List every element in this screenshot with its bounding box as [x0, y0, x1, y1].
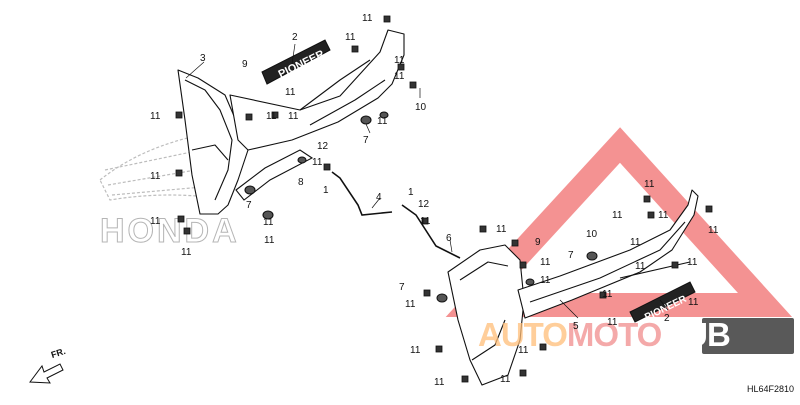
part-callout: 11 — [607, 317, 618, 328]
part-callout: 5 — [573, 321, 579, 332]
watermark-hub-box — [702, 318, 794, 354]
part-callout: 11 — [345, 32, 356, 43]
watermark-part-2: MOTO — [566, 316, 662, 353]
part-callout: 12 — [418, 199, 430, 210]
part-callout: 12 — [317, 141, 329, 152]
part-callout: 11 — [285, 87, 296, 98]
part-callout: 11 — [150, 111, 161, 122]
watermark-triangle — [445, 127, 793, 317]
left-rod — [331, 171, 393, 216]
part-callout: 11 — [496, 224, 507, 235]
part-callout: 11 — [312, 157, 323, 168]
part-callout: 10 — [586, 229, 598, 240]
part-callout: 11 — [434, 377, 445, 388]
left-lower-bracket — [235, 111, 389, 220]
part-callout: 11 — [644, 179, 655, 190]
part-callout: 11 — [263, 217, 274, 228]
part-callout: 11 — [612, 210, 623, 221]
right-grommets — [436, 251, 598, 303]
part-callout: 7 — [399, 282, 405, 293]
part-callout: 1 — [323, 185, 329, 196]
part-callout: 11 — [602, 289, 613, 300]
part-callout: 2 — [664, 313, 670, 324]
part-callout: 11 — [405, 299, 416, 310]
part-callout: 11 — [688, 297, 699, 308]
part-callout: 10 — [415, 102, 427, 113]
part-callout: 11 — [288, 111, 299, 122]
part-callout: 11 — [266, 111, 277, 122]
part-callout: 8 — [298, 177, 304, 188]
diagram-code: HL64F2810 — [746, 384, 794, 394]
part-callout: 11 — [518, 345, 529, 356]
honda-brand-text: HONDA — [100, 212, 240, 250]
part-callout: 11 — [150, 216, 161, 227]
part-callout: 11 — [150, 171, 161, 182]
front-arrow-icon — [29, 363, 64, 384]
part-callout: 11 — [264, 235, 275, 246]
part-callout: 4 — [376, 192, 382, 203]
part-callout: 11 — [394, 55, 405, 66]
part-callout: 6 — [446, 233, 452, 244]
part-callout: 11 — [540, 257, 551, 268]
watermark-part-3: HUB — [661, 316, 730, 353]
part-callout: 7 — [568, 250, 574, 261]
left-decal: PIONEER — [261, 39, 331, 85]
part-callout: 11 — [377, 116, 388, 127]
part-callout: 9 — [535, 237, 541, 248]
part-callout: 3 — [200, 53, 206, 64]
part-callout: 11 — [410, 345, 421, 356]
left-side-panel — [177, 69, 249, 215]
part-callout: 11 — [687, 257, 698, 268]
watermark-text: AUTOMOTOHUB — [478, 316, 731, 354]
bolt-fasteners — [175, 15, 713, 383]
part-callout: 11 — [420, 216, 431, 227]
part-callout: 7 — [246, 200, 252, 211]
part-callout: 11 — [658, 210, 669, 221]
part-callout: 1 — [408, 187, 414, 198]
part-callout: 7 — [363, 135, 369, 146]
right-side-panel — [447, 244, 525, 386]
part-callout: 9 — [242, 59, 248, 70]
part-callout: 11 — [500, 374, 511, 385]
part-callout: 11 — [362, 13, 373, 24]
watermark-part-1: AUTO — [478, 316, 568, 353]
part-callout: 2 — [292, 32, 298, 43]
part-callout: 11 — [708, 225, 719, 236]
leader-lines — [185, 43, 669, 319]
part-callout: 11 — [540, 275, 551, 286]
part-callout: 11 — [181, 247, 192, 258]
right-rod — [401, 204, 461, 259]
part-callout: 11 — [635, 261, 646, 272]
part-callout: 11 — [630, 237, 641, 248]
part-callout: 11 — [394, 71, 405, 82]
